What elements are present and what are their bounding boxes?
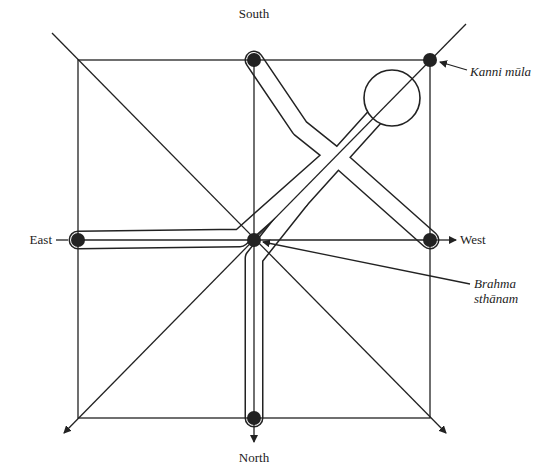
leader-line xyxy=(436,239,456,240)
direction-label: Brahma sthānam xyxy=(474,277,536,307)
direction-label: West xyxy=(460,233,486,248)
direction-label: North xyxy=(239,451,269,466)
direction-label: South xyxy=(239,7,269,22)
leader-line xyxy=(56,239,68,240)
direction-label: East xyxy=(30,233,52,248)
points xyxy=(71,53,437,425)
direction-label: Kanni mūla xyxy=(470,65,531,80)
leader-line xyxy=(440,62,467,70)
grid-lines xyxy=(52,24,470,442)
leader-line xyxy=(263,242,470,284)
